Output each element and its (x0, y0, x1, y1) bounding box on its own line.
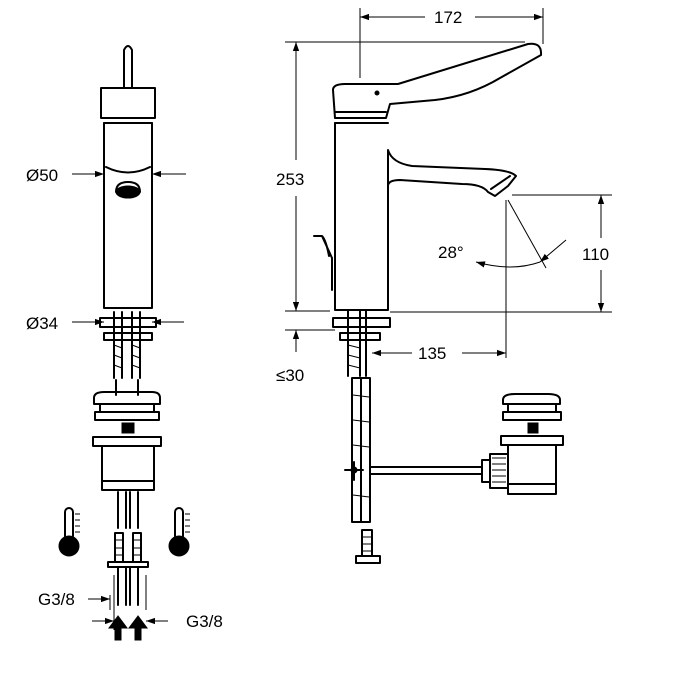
dimension-width-172: 172 (359, 8, 544, 78)
dim-label-30: ≤30 (276, 366, 304, 385)
front-base-plate (99, 317, 157, 328)
dimension-height-110: 110 (390, 194, 612, 313)
dim-label-110: 110 (582, 245, 609, 264)
front-lever (123, 45, 133, 89)
front-handle-head (100, 87, 156, 119)
side-base-plate (332, 317, 391, 328)
front-mounting-block (92, 379, 162, 491)
front-supply-hoses (107, 491, 149, 606)
dimension-angle-28: 28° (438, 199, 567, 269)
dim-label-28: 28° (438, 243, 464, 262)
side-view: 172 253 ≤30 110 135 (276, 8, 612, 564)
water-inlet-arrows-icon (108, 615, 148, 641)
side-lever (332, 42, 543, 119)
thread-label-right: G3/8 (186, 612, 223, 631)
front-aerator (115, 185, 141, 199)
front-spout-outlet (105, 166, 151, 174)
side-hose-connector (355, 529, 381, 564)
side-popup-rod (313, 235, 333, 291)
dim-label-34: Ø34 (26, 314, 58, 333)
dimension-height-253: 253 (276, 41, 525, 312)
hot-thermometer-icon (168, 507, 190, 557)
side-spout (387, 149, 517, 197)
dimension-diameter-34: Ø34 (26, 314, 184, 333)
dim-label-135: 135 (418, 344, 446, 363)
cold-thermometer-icon (58, 507, 80, 557)
dim-label-172: 172 (434, 8, 462, 27)
dimension-thread: G3/8 G3/8 (38, 575, 223, 631)
side-threaded-rods (339, 309, 381, 377)
dimension-max-30: ≤30 (276, 329, 335, 385)
dim-label-50: Ø50 (26, 166, 58, 185)
dimension-diameter-50: Ø50 (26, 166, 186, 185)
front-body (103, 122, 153, 309)
side-body (334, 122, 389, 311)
side-drain-fitting (481, 393, 564, 495)
front-view: Ø50 Ø34 G3/8 G3/8 (26, 45, 223, 641)
front-threaded-rods (103, 311, 153, 379)
dim-label-253: 253 (276, 170, 304, 189)
thread-label-left: G3/8 (38, 590, 75, 609)
dimension-reach-135: 135 (372, 200, 507, 363)
side-drain-linkage (344, 377, 483, 523)
